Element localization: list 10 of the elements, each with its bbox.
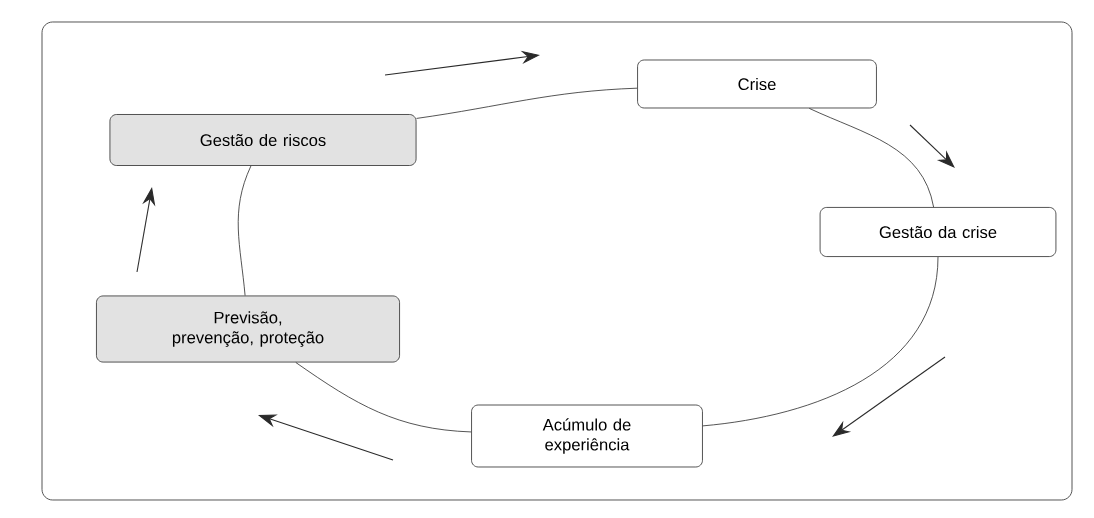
process-box: Gestão da crise [819,207,1057,257]
connector-arc [237,165,252,296]
connector-arc [702,256,939,427]
process-box: Acúmulo de experiência [471,404,703,468]
process-box: Crise [637,59,877,109]
connector-arc [808,108,934,208]
connector-arc [295,362,472,433]
process-box: Gestão de riscos [109,114,417,166]
connector-arc [416,87,638,119]
process-box: Previsão, prevenção, proteção [96,295,400,363]
